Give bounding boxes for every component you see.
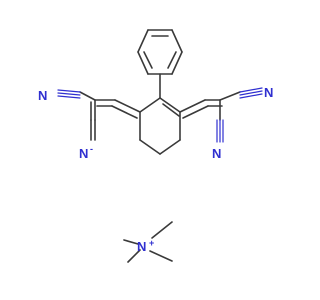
double-bond-inner: [162, 103, 180, 117]
bond: [137, 51, 149, 75]
bond: [79, 91, 96, 101]
bond: [114, 99, 141, 113]
bond: [139, 139, 161, 155]
triple-bond: [239, 93, 263, 99]
triple-bond: [57, 92, 81, 96]
double-bond: [182, 105, 209, 119]
atom-label: N: [38, 88, 47, 103]
methyl-bond: [151, 221, 173, 239]
atom-label: N: [264, 85, 273, 100]
methyl-bond: [123, 239, 139, 245]
tetramethylammonium: N +: [123, 221, 173, 263]
bond: [171, 51, 183, 75]
bond: [159, 139, 181, 155]
triple-bond: [239, 90, 263, 96]
chemical-structure-drawing: N N - N N N +: [38, 29, 273, 263]
atom-label: N: [212, 146, 221, 161]
triple-bond: [57, 95, 81, 99]
methyl-bond: [149, 250, 173, 262]
triple-bond: [57, 89, 81, 93]
triple-bond: [239, 87, 263, 93]
methyl-bond: [127, 249, 141, 263]
structure-canvas: N N - N N N +: [38, 29, 274, 263]
bond: [179, 99, 206, 113]
double-bond: [111, 105, 138, 119]
atom-label: N: [79, 146, 88, 161]
bond: [159, 97, 181, 113]
atom-label: N: [137, 239, 146, 254]
phenyl-ring: [137, 29, 183, 75]
bond: [139, 97, 161, 113]
double-bond-inner: [143, 51, 153, 69]
ammonium-charge: +: [149, 238, 154, 248]
bond: [171, 29, 183, 53]
bond: [219, 91, 241, 101]
bond: [137, 29, 149, 53]
anion-charge: -: [90, 144, 93, 154]
double-bond-inner: [167, 51, 177, 69]
cyclohexene-ring: [139, 97, 181, 155]
